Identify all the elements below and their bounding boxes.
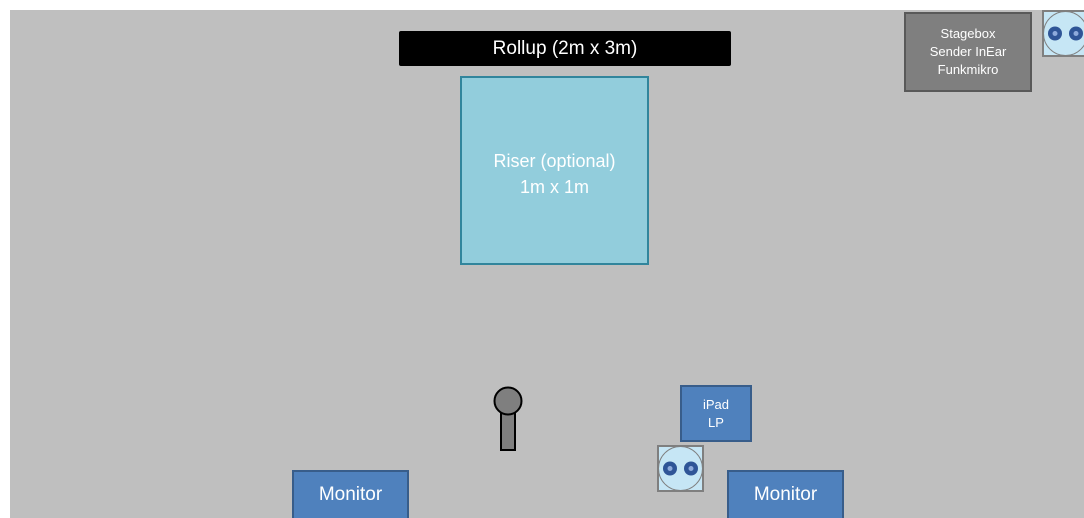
power-outlet-icon — [657, 445, 704, 492]
monitor-left-label: Monitor — [318, 484, 383, 505]
monitor-left: Monitor — [292, 470, 409, 518]
stagebox-line-1: Stagebox — [940, 26, 996, 41]
ipad-lp-box: iPad LP — [680, 385, 752, 442]
ipad-line-1: iPad — [702, 396, 730, 412]
ipad-line-2: LP — [708, 414, 724, 430]
monitor-right: Monitor — [727, 470, 844, 518]
riser-box: Riser (optional) 1m x 1m — [460, 76, 649, 265]
stagebox-line-3: Funkmikro — [937, 62, 999, 77]
power-outlet-icon — [1042, 10, 1084, 57]
stagebox-box: Stagebox Sender InEar Funkmikro — [904, 12, 1032, 92]
riser-line-1: Riser (optional) — [493, 151, 616, 171]
monitor-right-label: Monitor — [753, 484, 818, 505]
stagebox-line-2: Sender InEar — [929, 44, 1007, 59]
riser-line-2: 1m x 1m — [519, 177, 589, 197]
rollup-banner: Rollup (2m x 3m) — [399, 31, 731, 66]
rollup-label: Rollup (2m x 3m) — [492, 37, 638, 59]
microphone-icon — [493, 386, 523, 451]
